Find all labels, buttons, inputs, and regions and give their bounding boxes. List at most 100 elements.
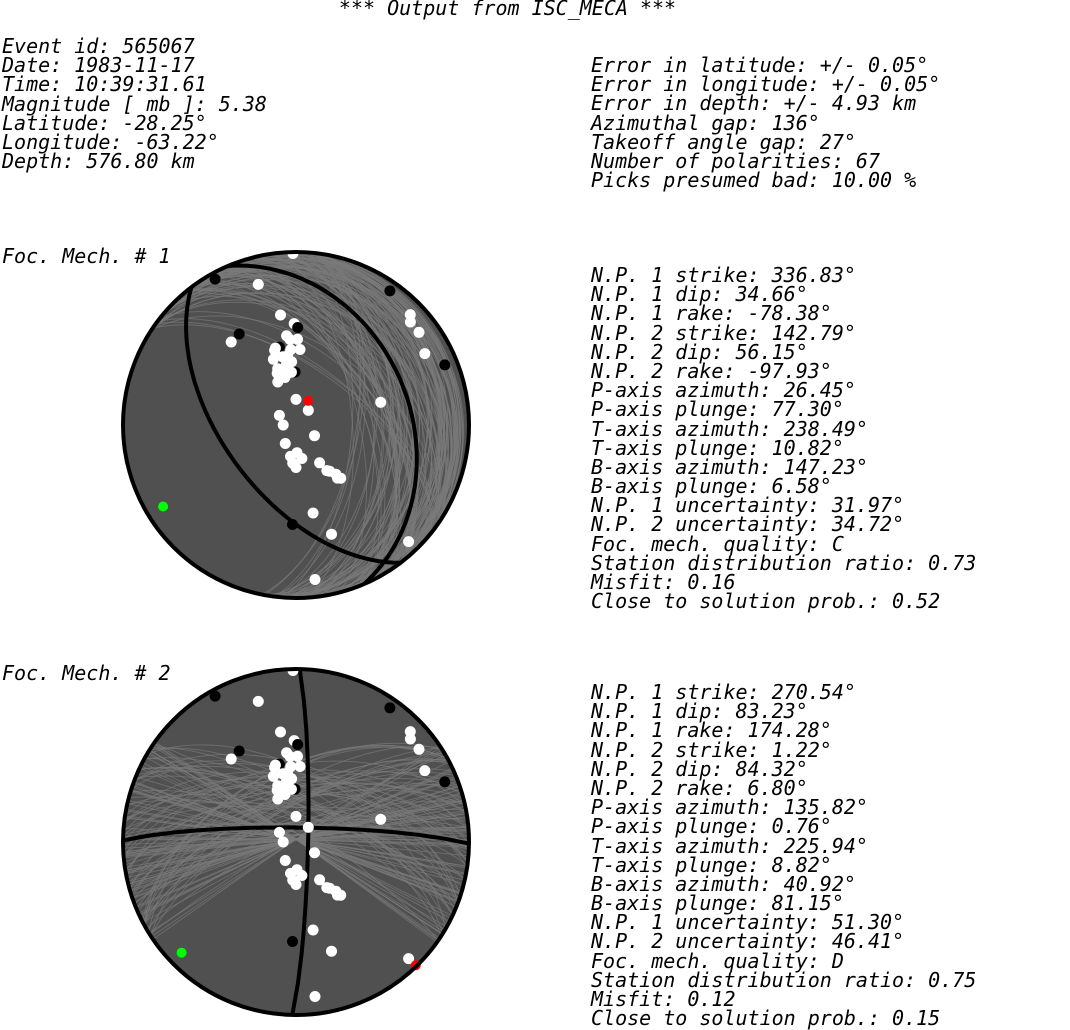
mechanism-param-line: T-axis azimuth: 225.94° (591, 833, 868, 858)
dilatation-pick (285, 761, 297, 773)
error-info-line: Picks presumed bad: 10.00 % (591, 168, 917, 193)
dilatation-pick (277, 836, 289, 848)
uncertainty-line (144, 746, 448, 927)
uncertainty-line (294, 252, 420, 598)
mechanism-param-line: N.P. 2 dip: 84.32° (591, 756, 808, 781)
beachball-outline (121, 667, 471, 1017)
mechanism-param-line: N.P. 1 strike: 270.54° (591, 680, 856, 704)
mechanism-param-line: B-axis plunge: 6.58° (591, 474, 832, 499)
error-info-line: Takeoff angle gap: 27° (591, 129, 856, 154)
uncertainty-line (150, 745, 442, 937)
uncertainty-line (234, 262, 379, 587)
mechanism-param-line: N.P. 2 dip: 56.15° (591, 339, 808, 364)
uncertainty-line (138, 767, 454, 915)
mechanism-param-line: T-axis azimuth: 238.49° (591, 416, 868, 441)
dilatation-pick (292, 333, 303, 345)
dilatation-pick (277, 419, 289, 431)
compression-pick (233, 328, 245, 340)
uncertainty-line (207, 273, 420, 574)
dilatation-pick (307, 924, 319, 936)
mechanism-param-line: Station distribution ratio: 0.73 (591, 550, 977, 575)
mechanism-param-line: N.P. 2 uncertainty: 46.41° (591, 929, 905, 954)
mechanism-param-line: Misfit: 0.16 (591, 570, 736, 594)
dilatation-pick (286, 773, 298, 785)
dilatation-pick (326, 528, 337, 540)
dilatation-pick (294, 761, 306, 772)
mechanism-param-line: B-axis azimuth: 147.23° (591, 454, 868, 479)
dilatation-pick (404, 316, 416, 328)
uncertainty-line (147, 752, 445, 932)
dilatation-pick (273, 826, 285, 838)
mechanism-1-beachball (121, 248, 471, 600)
dilatation-pick (335, 889, 347, 901)
compression-pick (292, 322, 304, 333)
uncertainty-line (129, 793, 463, 891)
uncertainty-line (187, 289, 413, 560)
dilatation-pick (413, 326, 425, 338)
error-info-line: Number of polarities: 67 (591, 148, 880, 173)
t-axis-marker (158, 501, 169, 512)
mechanism-1-title: Foc. Mech. # 1 (2, 244, 171, 268)
uncertainty-line (264, 253, 454, 596)
mechanism-param-line: P-axis azimuth: 26.45° (591, 378, 856, 403)
compression-pick (233, 745, 245, 757)
dilatation-pick (404, 733, 416, 745)
uncertainty-line (261, 255, 365, 595)
error-info: Error in latitude: +/- 0.05°Error in lon… (591, 55, 941, 193)
uncertainty-line (155, 301, 440, 527)
uncertainty-line (143, 759, 449, 925)
dilatation-pick (403, 953, 415, 965)
uncertainty-line (182, 292, 415, 556)
uncertainty-line (149, 276, 456, 518)
mechanism-2-title: Foc. Mech. # 2 (2, 661, 171, 685)
uncertainty-line (123, 806, 469, 847)
event-info-line: Date: 1983-11-17 (2, 53, 195, 78)
dilatation-pick (309, 430, 320, 442)
dilatation-pick (309, 574, 321, 585)
mechanism-param-line: Foc. mech. quality: D (591, 948, 844, 973)
dilatation-pick (302, 404, 314, 416)
uncertainty-line (224, 266, 401, 583)
event-info-line: Time: 10:39:31.61 (2, 72, 207, 97)
mechanism-param-line: N.P. 2 rake: 6.80° (591, 775, 808, 800)
uncertainty-line (132, 784, 460, 899)
dilatation-pick (307, 507, 319, 519)
dilatation-pick (279, 438, 291, 449)
dilatation-pick (403, 536, 415, 548)
compression-pick (292, 739, 304, 750)
beachball-outline (121, 250, 471, 600)
uncertainty-line (293, 252, 395, 598)
event-info-line: Magnitude [ mb ]: 5.38 (2, 91, 267, 116)
dilatation-pick (290, 810, 302, 822)
uncertainty-line (123, 786, 469, 863)
error-info-line: Error in longitude: +/- 0.05° (591, 72, 941, 97)
mechanism-param-line: N.P. 1 uncertainty: 51.30° (591, 910, 905, 935)
event-info-line: Longitude: -63.22° (2, 129, 219, 154)
nodal-plane-2 (290, 668, 311, 1016)
dilatation-pick (291, 447, 303, 459)
error-info-line: Error in depth: +/- 4.93 km (591, 91, 917, 116)
mechanism-param-line: N.P. 1 strike: 336.83° (591, 263, 856, 287)
dilatation-pick (267, 770, 279, 782)
dilatation-pick (375, 813, 387, 825)
compression-pick (384, 285, 396, 297)
nodal-plane-1 (227, 263, 419, 586)
uncertainty-line (199, 281, 402, 569)
nodal-plane-1 (122, 825, 470, 846)
mechanism-param-line: N.P. 1 uncertainty: 31.97° (591, 493, 905, 518)
uncertainty-line (289, 252, 376, 598)
dilatation-pick (413, 743, 425, 755)
mechanism-param-line: P-axis azimuth: 135.82° (591, 795, 868, 820)
dilatation-pick (267, 353, 279, 365)
uncertainty-line (235, 262, 398, 588)
dilatation-pick (285, 344, 297, 356)
mechanism-2-params: N.P. 1 strike: 270.54°N.P. 1 dip: 83.23°… (591, 680, 976, 1028)
mechanism-param-line: N.P. 1 rake: -78.38° (591, 301, 832, 326)
mechanism-param-line: P-axis plunge: 0.76° (591, 814, 832, 839)
mechanism-param-line: P-axis plunge: 77.30° (591, 397, 844, 422)
uncertainty-line (134, 765, 459, 904)
dilatation-pick (286, 356, 298, 368)
page-title: *** Output from ISC_MECA *** (338, 0, 677, 20)
uncertainty-line (252, 257, 368, 593)
